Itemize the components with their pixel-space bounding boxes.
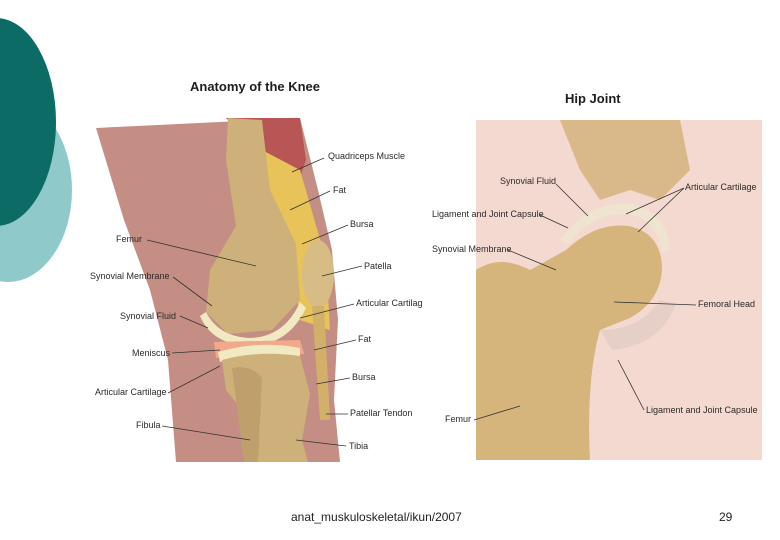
label-quadriceps-muscle: Quadriceps Muscle bbox=[328, 151, 405, 162]
label-synovial-membrane-knee: Synovial Membrane bbox=[90, 271, 170, 282]
footer-source: anat_muskuloskeletal/ikun/2007 bbox=[291, 510, 462, 524]
knee-title: Anatomy of the Knee bbox=[190, 79, 320, 94]
label-fat-lower: Fat bbox=[358, 334, 371, 345]
label-patellar-tendon: Patellar Tendon bbox=[350, 408, 412, 419]
label-femur-hip: Femur bbox=[445, 414, 471, 425]
label-ligament-capsule-hip-right: Ligament and Joint Capsule bbox=[646, 405, 758, 416]
label-synovial-fluid-knee: Synovial Fluid bbox=[120, 311, 176, 322]
label-meniscus: Meniscus bbox=[132, 348, 170, 359]
label-patella: Patella bbox=[364, 261, 392, 272]
label-fat-upper: Fat bbox=[333, 185, 346, 196]
label-fibula: Fibula bbox=[136, 420, 161, 431]
label-femoral-head: Femoral Head bbox=[698, 299, 755, 310]
label-bursa-lower: Bursa bbox=[352, 372, 376, 383]
label-synovial-fluid-hip: Synovial Fluid bbox=[500, 176, 556, 187]
page-number: 29 bbox=[719, 510, 732, 524]
label-femur-knee: Femur bbox=[116, 234, 142, 245]
label-articular-cartilage-knee-left: Articular Cartilage bbox=[95, 387, 167, 398]
label-articular-cartilage-knee-right: Articular Cartilag bbox=[356, 298, 423, 309]
label-tibia: Tibia bbox=[349, 441, 368, 452]
label-synovial-membrane-hip: Synovial Membrane bbox=[432, 244, 512, 255]
label-bursa-upper: Bursa bbox=[350, 219, 374, 230]
label-ligament-capsule-hip-left: Ligament and Joint Capsule bbox=[432, 209, 544, 220]
hip-title: Hip Joint bbox=[565, 91, 621, 106]
label-articular-cartilage-hip: Articular Cartilage bbox=[685, 182, 757, 193]
